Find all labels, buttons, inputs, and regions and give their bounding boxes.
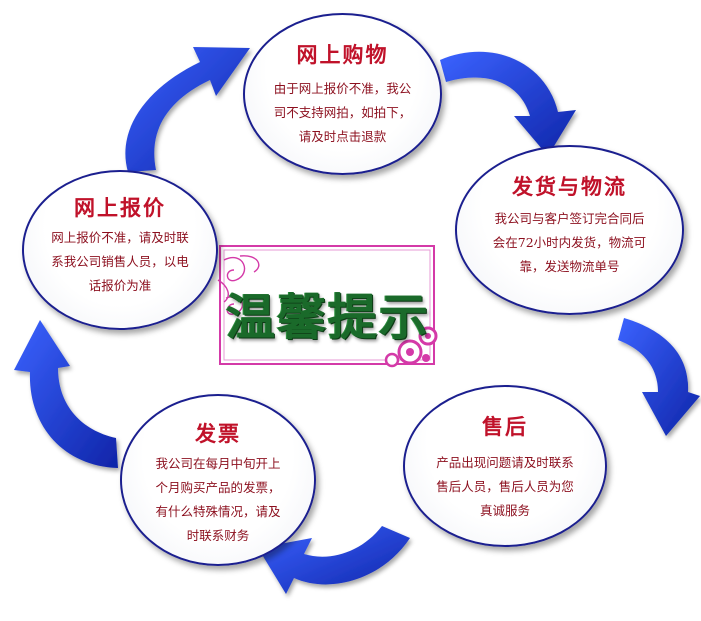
node-shipping-logistics: 发货与物流 我公司与客户签订完合同后 会在72小时内发货，物流可 靠，发送物流单… xyxy=(455,145,684,315)
arrow-logistics-to-aftersale xyxy=(618,318,700,436)
node-body: 网上报价不准，请及时联 系我公司销售人员，以电 话报价为准 xyxy=(34,226,206,298)
node-body-line: 有什么特殊情况，请及 xyxy=(155,504,281,519)
node-body-line: 由于网上报价不准，我公 xyxy=(273,81,412,96)
node-body-line: 网上报价不准，请及时联 xyxy=(51,230,189,245)
node-body-line: 司不支持网拍，如拍下， xyxy=(273,105,412,120)
node-after-sales: 售后 产品出现问题请及时联系 售后人员，售后人员为您 真诚服务 xyxy=(403,385,607,547)
arrow-shopping-to-logistics xyxy=(440,51,576,156)
node-title: 网上购物 xyxy=(296,43,389,67)
node-title: 发票 xyxy=(195,422,241,446)
node-body-line: 售后人员，售后人员为您 xyxy=(436,479,574,494)
node-body-line: 个月购买产品的发票， xyxy=(155,480,281,495)
node-body-line: 时联系财务 xyxy=(186,528,250,543)
node-body-line: 请及时点击退款 xyxy=(298,129,387,144)
node-body: 由于网上报价不准，我公 司不支持网拍，如拍下， 请及时点击退款 xyxy=(259,77,427,149)
node-online-quote: 网上报价 网上报价不准，请及时联 系我公司销售人员，以电 话报价为准 xyxy=(22,170,218,330)
node-body: 产品出现问题请及时联系 售后人员，售后人员为您 真诚服务 xyxy=(411,451,599,523)
node-title: 发货与物流 xyxy=(512,175,627,199)
node-body-line: 会在72小时内发货，物流可 xyxy=(492,235,647,250)
node-body: 我公司与客户签订完合同后 会在72小时内发货，物流可 靠，发送物流单号 xyxy=(470,207,670,279)
center-frame-border xyxy=(219,245,435,365)
node-body-line: 话报价为准 xyxy=(88,278,152,293)
node-body-line: 真诚服务 xyxy=(479,503,530,518)
node-body-line: 我公司在每月中旬开上 xyxy=(155,456,281,471)
node-body-line: 靠，发送物流单号 xyxy=(519,259,620,274)
bubbles-ornament xyxy=(384,326,438,368)
center-frame xyxy=(217,245,438,368)
node-body-line: 系我公司销售人员，以电 xyxy=(51,254,189,269)
swirl-ornament xyxy=(217,255,260,315)
node-invoice: 发票 我公司在每月中旬开上 个月购买产品的发票， 有什么特殊情况，请及 时联系财… xyxy=(120,394,316,566)
node-online-shopping: 网上购物 由于网上报价不准，我公 司不支持网拍，如拍下， 请及时点击退款 xyxy=(243,13,442,175)
arrow-aftersale-to-invoice xyxy=(258,526,410,594)
node-body-line: 产品出现问题请及时联系 xyxy=(436,455,574,470)
arrow-invoice-to-quote xyxy=(14,320,118,468)
arrow-quote-to-shopping xyxy=(125,47,250,172)
node-title: 网上报价 xyxy=(74,196,166,220)
node-title: 售后 xyxy=(482,415,528,439)
node-body: 我公司在每月中旬开上 个月购买产品的发票， 有什么特殊情况，请及 时联系财务 xyxy=(137,452,299,548)
center-title: 温馨提示 xyxy=(226,288,431,346)
center-frame-inner-border xyxy=(223,249,431,361)
node-body-line: 我公司与客户签订完合同后 xyxy=(494,211,645,226)
